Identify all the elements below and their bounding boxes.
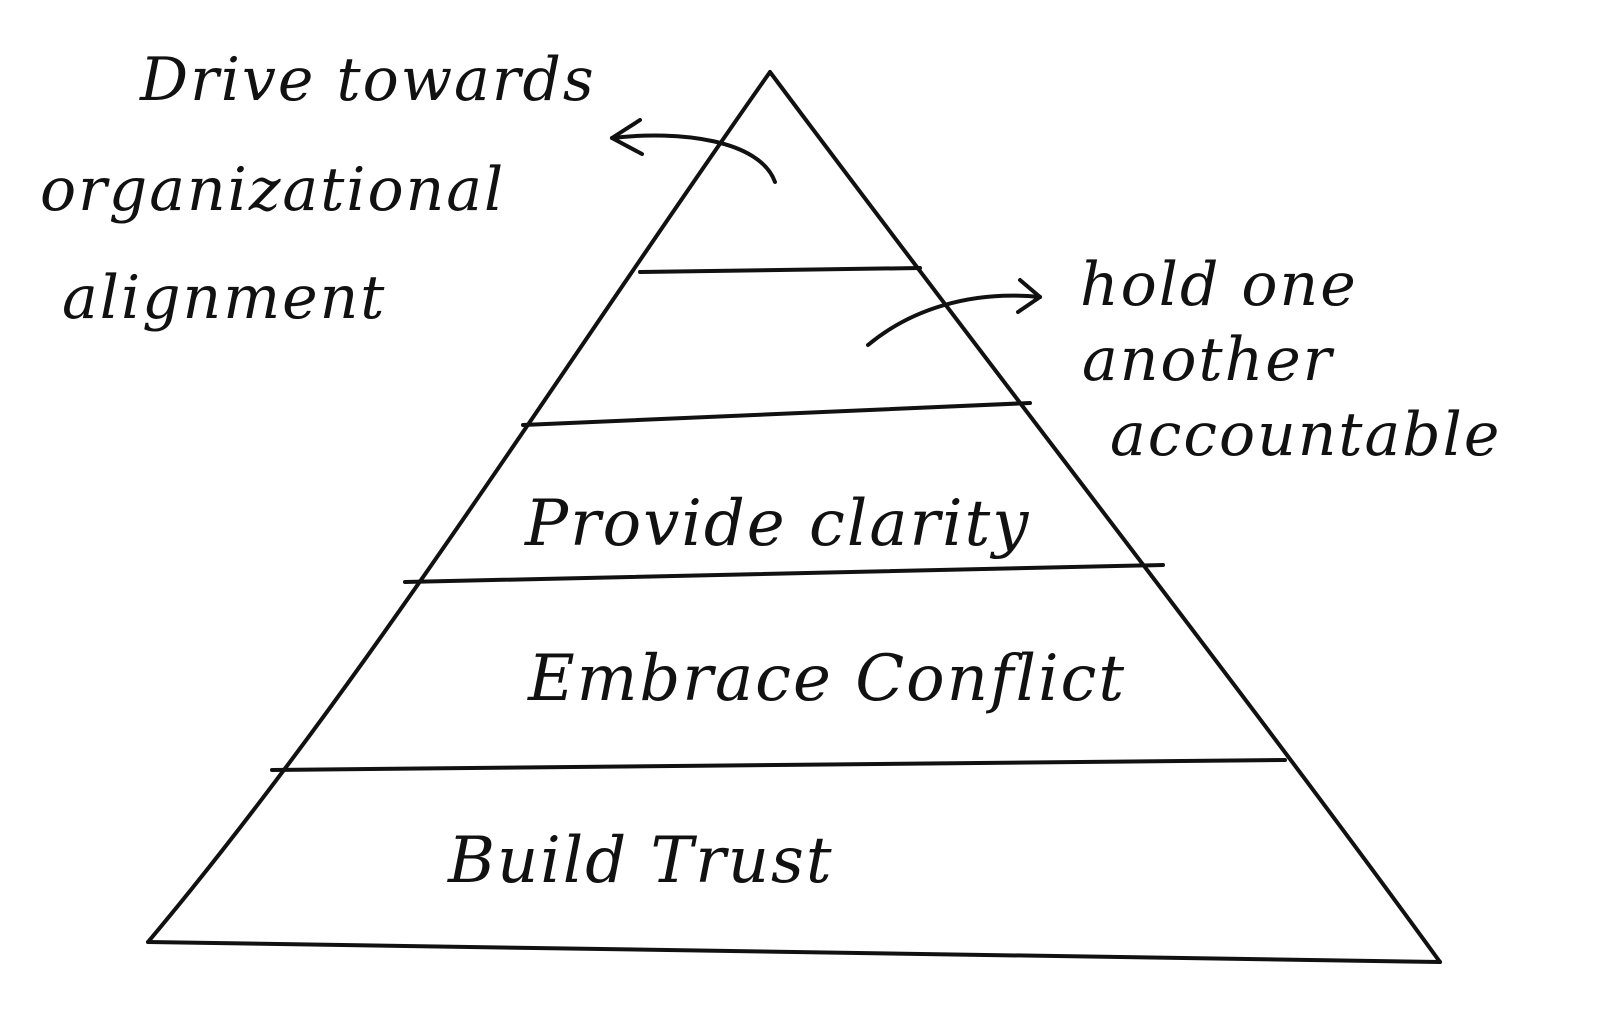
level-label-build-trust: Build Trust [447, 824, 834, 898]
level-label-embrace-conflict: Embrace Conflict [527, 642, 1126, 716]
level-dividers [270, 266, 1287, 772]
arrow-curve-to-right-label [866, 293, 1042, 347]
divider-line-4 [638, 266, 922, 274]
arrow-curve-to-top-label [610, 133, 777, 184]
annotation-right-line-2: another [1082, 325, 1335, 395]
pyramid-outline [146, 70, 1442, 964]
annotation-right-line-3: accountable [1110, 400, 1501, 470]
divider-line-1 [270, 758, 1287, 772]
arrow-head-top-icon [610, 118, 644, 156]
annotation-top: Drive towards organizational alignment [40, 45, 777, 333]
arrow-head-right-icon [1016, 278, 1042, 314]
divider-line-3 [521, 401, 1032, 427]
pyramid-left-edge [146, 70, 772, 944]
annotation-top-line-3: alignment [62, 263, 386, 333]
level-label-provide-clarity: Provide clarity [524, 487, 1030, 561]
pyramid-base-line [146, 940, 1442, 964]
divider-line-2 [403, 563, 1165, 584]
annotation-top-line-2: organizational [40, 155, 505, 225]
annotation-right-line-1: hold one [1080, 250, 1358, 320]
pyramid-right-edge [768, 70, 1442, 964]
annotation-right: hold one another accountable [866, 250, 1501, 470]
annotation-top-line-1: Drive towards [139, 45, 596, 115]
